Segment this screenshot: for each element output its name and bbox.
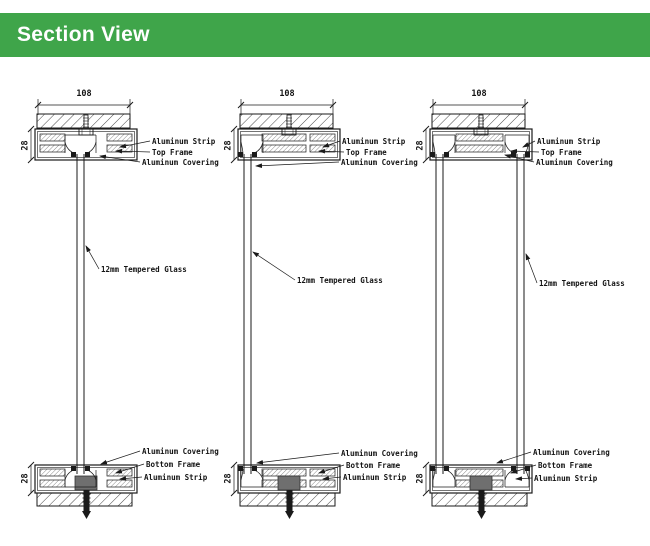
- leader-line: [318, 464, 345, 474]
- leader-line: [252, 251, 296, 281]
- section-3-top-dimension: 108: [471, 89, 487, 99]
- leader-line: [85, 245, 100, 270]
- section-1-side-dimension-top: 28: [20, 140, 31, 151]
- section-1-top-dimension: 108: [76, 89, 92, 99]
- section-2-top-frame-label: Top Frame: [346, 148, 387, 157]
- section-2-top-dimension: 108: [279, 89, 295, 99]
- section-2-side-dimension-top: 28: [223, 140, 234, 151]
- section-3-side-dimension-bottom: 28: [415, 473, 426, 484]
- section-1-side-dimension-bottom: 28: [20, 473, 31, 484]
- section-3-top-frame-label: Top Frame: [541, 148, 582, 157]
- leader-line: [119, 140, 151, 149]
- section-3-aluminum-strip-top-label: Aluminum Strip: [537, 137, 601, 146]
- leader-line: [322, 476, 342, 481]
- leader-line: [510, 148, 540, 154]
- leader-line: [100, 450, 141, 465]
- section-2-aluminum-covering-bottom-label: Aluminum Covering: [341, 449, 418, 458]
- leader-line: [510, 464, 537, 474]
- leader-line: [318, 148, 345, 154]
- section-1-aluminum-strip-bottom-label: Aluminum Strip: [144, 473, 208, 482]
- section-1-bottom-frame-label: Bottom Frame: [146, 460, 201, 469]
- header-bar: Section View: [0, 13, 650, 57]
- leader-line: [522, 140, 536, 148]
- section-2-aluminum-strip-top-label: Aluminum Strip: [342, 137, 406, 146]
- leader-line: [99, 154, 141, 163]
- section-3-aluminum-covering-bottom-label: Aluminum Covering: [533, 448, 610, 457]
- leader-line: [504, 154, 535, 163]
- section-2-bottom-frame-label: Bottom Frame: [346, 461, 401, 470]
- section-drawing-1: [27, 99, 151, 519]
- leader-line: [115, 148, 151, 154]
- section-3-side-dimension-top: 28: [415, 140, 426, 151]
- section-1-aluminum-covering-bottom-label: Aluminum Covering: [142, 447, 219, 456]
- section-3-aluminum-strip-bottom-label: Aluminum Strip: [534, 474, 598, 483]
- section-1-top-frame-label: Top Frame: [152, 148, 193, 157]
- section-1-aluminum-covering-top-label: Aluminum Covering: [142, 158, 219, 167]
- leader-line: [496, 451, 532, 464]
- section-3-tempered-glass-label: 12mm Tempered Glass: [539, 279, 625, 288]
- section-drawing-2: [230, 99, 345, 519]
- section-2-tempered-glass-label: 12mm Tempered Glass: [297, 276, 383, 285]
- leader-line: [115, 463, 145, 474]
- page-title: Section View: [17, 23, 150, 46]
- section-3-aluminum-covering-top-label: Aluminum Covering: [536, 158, 613, 167]
- leader-line: [525, 253, 538, 284]
- section-1-aluminum-strip-top-label: Aluminum Strip: [152, 137, 216, 146]
- leader-line: [515, 476, 533, 481]
- leader-line: [255, 161, 340, 169]
- section-2-aluminum-strip-bottom-label: Aluminum Strip: [343, 473, 407, 482]
- section-drawing-3: [422, 99, 540, 519]
- leader-line: [119, 476, 143, 481]
- section-2-side-dimension-bottom: 28: [223, 473, 234, 484]
- section-1-tempered-glass-label: 12mm Tempered Glass: [101, 265, 187, 274]
- section-3-bottom-frame-label: Bottom Frame: [538, 461, 593, 470]
- leader-line: [256, 452, 340, 465]
- section-2-aluminum-covering-top-label: Aluminum Covering: [341, 158, 418, 167]
- leader-line: [322, 140, 341, 148]
